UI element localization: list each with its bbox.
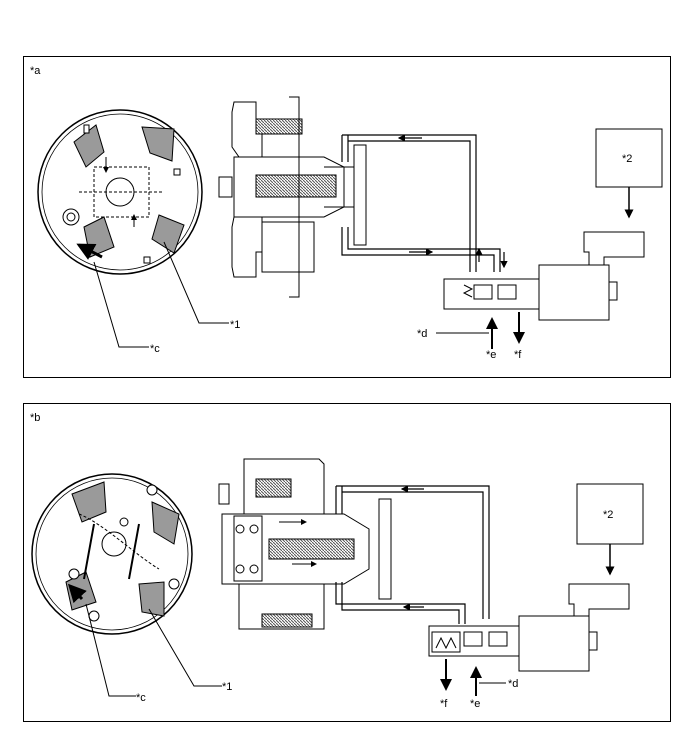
label-f-b: *f <box>440 698 448 710</box>
label-e-b: *e <box>470 698 481 710</box>
diagram-panel-a: *a <box>23 56 671 378</box>
label-d-a: *d <box>417 328 428 340</box>
label-1-a: *1 <box>230 319 241 331</box>
label-f-a: *f <box>514 349 522 361</box>
label-c-a: *c <box>150 343 160 355</box>
label-2-a: *2 <box>622 153 633 165</box>
diagram-panel-b: *b <box>23 403 671 722</box>
oil-control-valve-a <box>443 231 645 321</box>
vvt-rotor-top-view-b <box>31 473 193 635</box>
ecm-box-b <box>576 483 644 545</box>
label-c-b: *c <box>136 692 146 704</box>
label-d-b: *d <box>508 678 519 690</box>
label-2-b: *2 <box>603 509 614 521</box>
panel-b-drawing <box>31 458 644 697</box>
panel-b-tag: *b <box>30 412 41 424</box>
oil-passages-b <box>335 485 490 624</box>
panel-a-drawing <box>37 96 663 349</box>
vvt-section-view-b <box>218 458 392 630</box>
panel-a-tag: *a <box>30 65 41 77</box>
vvt-section-view-a <box>218 96 367 298</box>
oil-passages-a <box>341 134 508 272</box>
label-e-a: *e <box>486 349 497 361</box>
ecm-box-a <box>595 128 663 188</box>
label-1-b: *1 <box>222 681 233 693</box>
vvt-rotor-top-view-a <box>37 109 203 275</box>
oil-control-valve-b <box>428 583 630 672</box>
